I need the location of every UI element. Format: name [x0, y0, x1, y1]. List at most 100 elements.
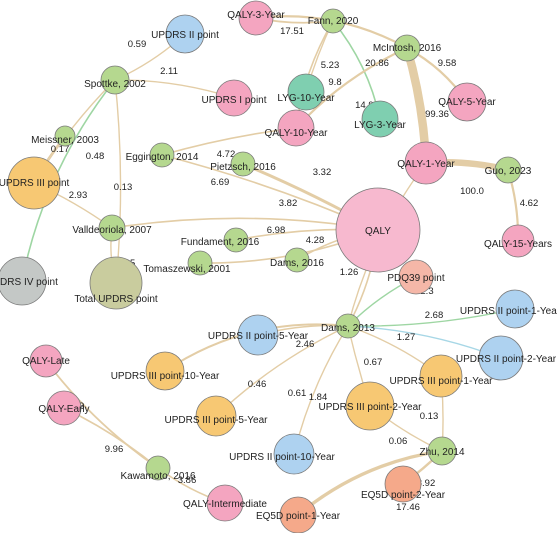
node-updrs-iii-point-10-year[interactable] — [145, 351, 185, 391]
edge-value-label: 4.72 — [217, 149, 236, 160]
node-updrs-iii-point-1-year[interactable] — [419, 354, 463, 398]
node-pdq39-point[interactable] — [398, 259, 434, 295]
node-label-qaly-early: QALY-Early — [38, 404, 89, 415]
node-eq5d-point-1-year[interactable] — [279, 496, 317, 533]
edge-value-label: 0.13 — [420, 411, 439, 422]
edge-value-label: 1.84 — [309, 392, 328, 403]
node-updrs-iii-point[interactable] — [7, 156, 61, 210]
node-label-qaly-3-year: QALY-3-Year — [227, 10, 285, 21]
node-eq5d-point-2-year[interactable] — [384, 465, 422, 503]
edge-value-label: 1.26 — [340, 267, 359, 278]
edge-value-label: 0.48 — [86, 151, 105, 162]
node-guo-2023[interactable] — [494, 156, 522, 184]
node-label-spottke-2002: Spottke, 2002 — [84, 79, 146, 90]
edge-value-label: 2.68 — [425, 310, 444, 321]
node-label-dams-2016: Dams, 2016 — [270, 258, 324, 269]
edge-value-label: 8.92 — [417, 478, 436, 489]
node-qaly-late[interactable] — [29, 344, 63, 378]
node-label-lyg-10-year: LYG-10-Year — [277, 93, 335, 104]
node-updrs-ii-point-1-year[interactable] — [495, 289, 535, 329]
node-valldeoriola-2007[interactable] — [98, 214, 126, 242]
node-fann-2020[interactable] — [320, 8, 346, 34]
node-label-updrs-ii-point-2-year: UPDRS II point-2-Year — [456, 354, 557, 365]
node-updrs-i-point[interactable] — [215, 79, 253, 117]
node-qaly-1-year[interactable] — [404, 141, 448, 185]
node-label-pdq39-point: PDQ39 point — [387, 273, 444, 284]
node-qaly-5-year[interactable] — [447, 82, 487, 122]
node-label-eq5d-point-2-year: EQ5D point-2-Year — [361, 490, 446, 501]
node-label-updrs-iii-point: UPDRS III point — [0, 178, 70, 189]
node-label-valldeoriola-2007: Valldeoriola, 2007 — [72, 225, 152, 236]
node-label-kawamoto-2016: Kawamoto, 2016 — [120, 471, 195, 482]
node-label-eggington-2014: Eggington, 2014 — [126, 152, 199, 163]
node-label-updrs-iii-point-2-year: UPDRS III point-2-Year — [318, 402, 422, 413]
node-label-updrs-ii-point-10-year: UPDRS II point-10-Year — [229, 452, 335, 463]
node-label-qaly-10-year: QALY-10-Year — [264, 128, 328, 139]
node-zhu-2014[interactable] — [427, 436, 457, 466]
node-qaly-15-years[interactable] — [501, 224, 535, 258]
node-label-lyg-3-year: LYG-3-Year — [354, 120, 406, 131]
node-updrs-ii-point[interactable] — [165, 14, 205, 54]
node-eggington-2014[interactable] — [149, 142, 175, 168]
node-label-dams-2013: Dams, 2013 — [321, 323, 375, 334]
node-qaly-3-year[interactable] — [238, 0, 274, 36]
node-label-qaly-late: QALY-Late — [22, 356, 70, 367]
edge-value-label: 17.51 — [280, 26, 304, 37]
node-updrs-iii-point-2-year[interactable] — [345, 381, 395, 431]
node-qaly[interactable] — [335, 187, 421, 273]
node-label-updrs-iii-point-10-year: UPDRS III point-10-Year — [111, 371, 220, 382]
edge-value-label: 9.58 — [438, 58, 457, 69]
edge-value-label: 2.3 — [420, 286, 433, 297]
edge-value-label: 0.13 — [114, 182, 133, 193]
node-tomaszewski-2001[interactable] — [187, 250, 213, 276]
node-pietzsch-2016[interactable] — [230, 151, 256, 177]
node-label-updrs-ii-point: UPDRS II point — [151, 30, 219, 41]
edge-value-label: 2.11 — [160, 66, 178, 77]
node-dams-2013[interactable] — [335, 313, 361, 339]
node-label-updrs-ii-point-1-year: UPDRS II point-1-Year — [460, 306, 557, 317]
edge-value-label: 2.46 — [296, 339, 315, 350]
edge-value-label: 3.32 — [313, 167, 332, 178]
node-updrs-ii-point-5-year[interactable] — [237, 314, 279, 356]
node-kawamoto-2016[interactable] — [145, 455, 171, 481]
node-label-eq5d-point-1-year: EQ5D point-1-Year — [256, 511, 341, 522]
node-label-updrs-ii-point-5-year: UPDRS II point-5-Year — [208, 331, 309, 342]
node-label-updrs-iv-point: UPDRS IV point — [0, 277, 58, 288]
node-label-qaly-15-years: QALY-15-Years — [484, 239, 552, 250]
edge-value-label: 6.98 — [267, 225, 286, 236]
node-total-updrs-point[interactable] — [89, 256, 143, 310]
node-updrs-iv-point[interactable] — [0, 256, 47, 306]
node-updrs-ii-point-10-year[interactable] — [273, 433, 315, 475]
edge-value-label: 100.0 — [460, 186, 484, 197]
edge-dams-2013-updrs-ii-point-1-year — [347, 308, 516, 327]
node-label-tomaszewski-2001: Tomaszewski, 2001 — [143, 264, 231, 275]
node-lyg-3-year[interactable] — [361, 100, 399, 138]
edge-value-label: 0.46 — [248, 379, 267, 390]
edge-value-label: 9.96 — [105, 444, 124, 455]
edge-value-label: 20.86 — [365, 58, 389, 69]
edge-value-label: 14.96 — [355, 100, 379, 111]
node-mcintosh-2016[interactable] — [393, 34, 421, 62]
node-fundament-2016[interactable] — [223, 227, 249, 253]
node-label-meissner-2003: Meissner, 2003 — [31, 135, 99, 146]
edge-value-label: 0.17 — [51, 144, 70, 155]
node-qaly-intermediate[interactable] — [206, 484, 244, 522]
edge-value-label: 0.59 — [128, 39, 147, 50]
node-label-updrs-iii-point-5-year: UPDRS III point-5-Year — [164, 415, 268, 426]
node-qaly-early[interactable] — [46, 390, 82, 426]
node-qaly-10-year[interactable] — [277, 109, 315, 147]
node-label-total-updrs-point: Total UPDRS point — [74, 294, 158, 305]
node-label-zhu-2014: Zhu, 2014 — [419, 447, 464, 458]
node-updrs-iii-point-5-year[interactable] — [195, 395, 237, 437]
edge-zhu-2014-eq5d-point-1-year — [296, 449, 444, 517]
node-spottke-2002[interactable] — [100, 65, 130, 95]
node-lyg-10-year[interactable] — [287, 73, 325, 111]
edge-value-label: 4.62 — [520, 198, 539, 209]
node-dams-2016[interactable] — [284, 247, 310, 273]
edge-value-label: 99.36 — [425, 109, 449, 120]
node-updrs-ii-point-2-year[interactable] — [478, 335, 524, 381]
node-meissner-2003[interactable] — [54, 125, 76, 147]
node-label-pietzsch-2016: Pietzsch, 2016 — [210, 162, 276, 173]
edge-value-label: 0.67 — [364, 357, 383, 368]
